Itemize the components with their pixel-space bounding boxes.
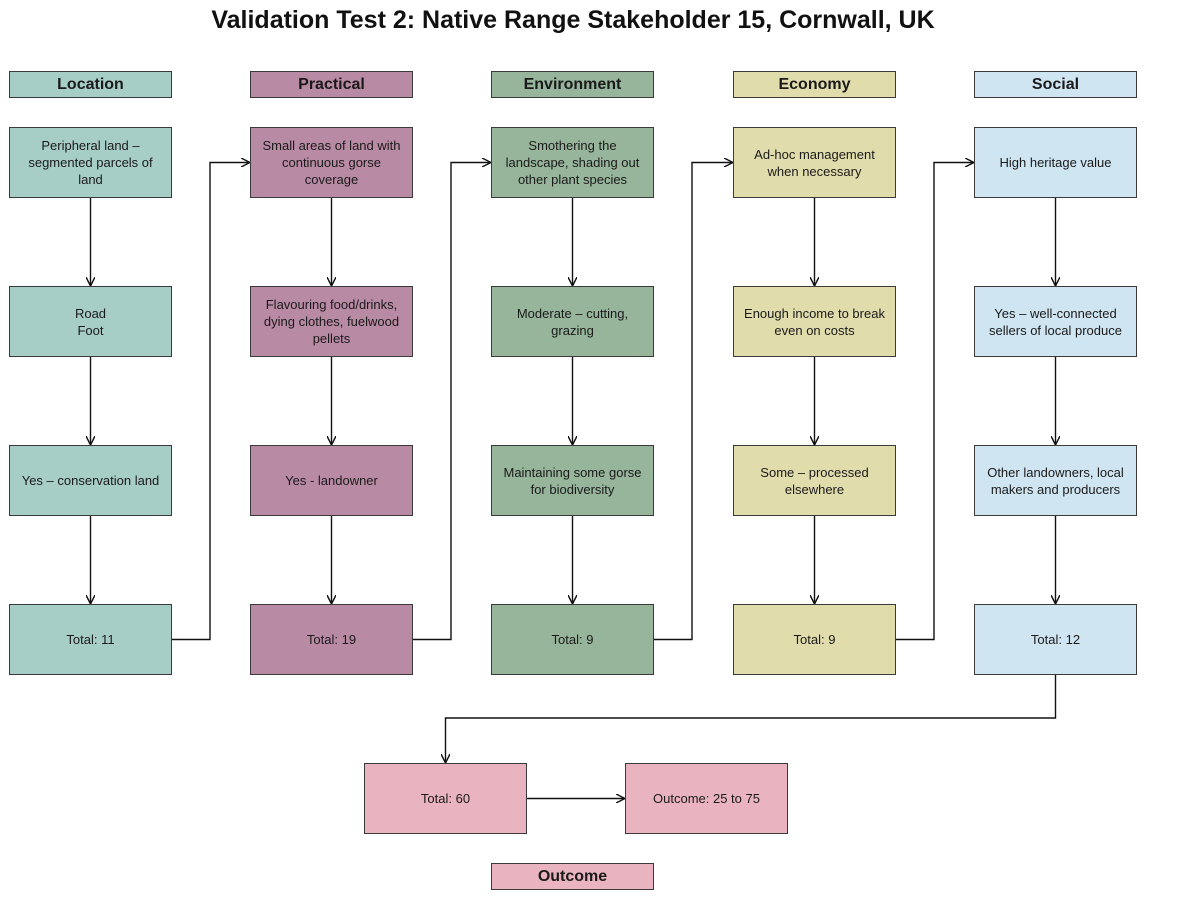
- environment-box-4: Total: 9: [491, 604, 654, 675]
- environment-box-2: Moderate – cutting, grazing: [491, 286, 654, 357]
- environment-box-3: Maintaining some gorse for biodiversity: [491, 445, 654, 516]
- social-to-outcome-arrow: [446, 675, 1057, 763]
- location-box-3: Yes – conservation land: [9, 445, 172, 516]
- practical-header: Practical: [250, 71, 413, 98]
- social-box-3: Other landowners, local makers and produ…: [974, 445, 1137, 516]
- economy-box-4: Total: 9: [733, 604, 896, 675]
- practical-box-1: Small areas of land with continuous gors…: [250, 127, 413, 198]
- location-box-1: Peripheral land – segmented parcels of l…: [9, 127, 172, 198]
- practical-box-3: Yes - landowner: [250, 445, 413, 516]
- outcome-total-box: Total: 60: [364, 763, 527, 834]
- practical-to-next-arrow: [413, 163, 491, 641]
- location-box-4: Total: 11: [9, 604, 172, 675]
- social-header: Social: [974, 71, 1137, 98]
- environment-header: Environment: [491, 71, 654, 98]
- page-title: Validation Test 2: Native Range Stakehol…: [211, 6, 935, 34]
- economy-box-2: Enough income to break even on costs: [733, 286, 896, 357]
- environment-to-next-arrow: [654, 163, 733, 641]
- economy-box-1: Ad-hoc management when necessary: [733, 127, 896, 198]
- location-to-next-arrow: [172, 163, 250, 641]
- location-box-2: Road Foot: [9, 286, 172, 357]
- environment-box-1: Smothering the landscape, shading out ot…: [491, 127, 654, 198]
- economy-box-3: Some – processed elsewhere: [733, 445, 896, 516]
- practical-box-2: Flavouring food/drinks, dying clothes, f…: [250, 286, 413, 357]
- economy-header: Economy: [733, 71, 896, 98]
- social-box-1: High heritage value: [974, 127, 1137, 198]
- outcome-result-box: Outcome: 25 to 75: [625, 763, 788, 834]
- location-header: Location: [9, 71, 172, 98]
- social-box-2: Yes – well-connected sellers of local pr…: [974, 286, 1137, 357]
- practical-box-4: Total: 19: [250, 604, 413, 675]
- outcome-header: Outcome: [491, 863, 654, 890]
- social-box-4: Total: 12: [974, 604, 1137, 675]
- economy-to-next-arrow: [896, 163, 974, 641]
